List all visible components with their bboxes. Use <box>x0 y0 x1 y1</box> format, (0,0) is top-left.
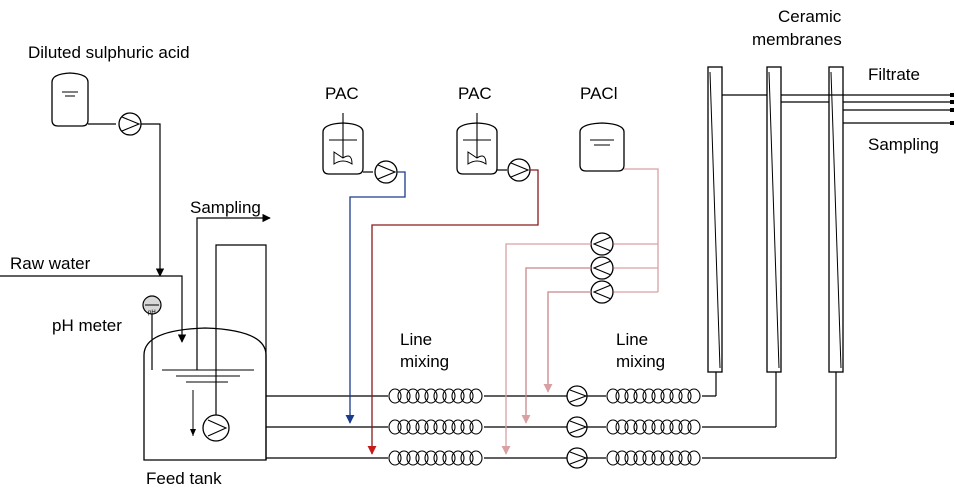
ceramic-label-line2: membranes <box>752 30 842 49</box>
feed-tank <box>143 327 267 461</box>
pac-tank-1 <box>322 113 364 175</box>
pac2-dosing-line <box>367 169 539 455</box>
line-mixing-2-line2: mixing <box>616 352 665 371</box>
feed-tank-label: Feed tank <box>146 469 222 488</box>
terminal-3 <box>950 108 954 112</box>
line-mixer-1-2 <box>388 419 484 435</box>
ph-meter-icon: pH <box>142 295 162 370</box>
line-mixing-1-line1: Line <box>400 330 432 349</box>
tank-pump-icon <box>202 414 230 442</box>
pac-1-label: PAC <box>325 84 359 103</box>
pacl-supply-line <box>624 168 659 292</box>
membrane-2 <box>766 66 782 427</box>
pacl-pump-2-icon <box>590 256 614 280</box>
pac-2-label: PAC <box>458 84 492 103</box>
line-mixer-1-1 <box>388 388 484 404</box>
line-mixer-2-1 <box>606 388 702 404</box>
feed-sampling-pipe <box>196 213 271 370</box>
booster-pump-1-icon <box>566 385 588 407</box>
line-mixer-1-3 <box>388 450 484 466</box>
pac1-dosing-line <box>345 171 406 424</box>
line-mixer-2-2 <box>606 419 702 435</box>
pacl-pump-3-icon <box>590 280 614 304</box>
acid-pump-icon <box>118 112 142 136</box>
acid-tank <box>51 72 89 127</box>
ceramic-label-line1: Ceramic <box>778 7 842 26</box>
pacl-tank <box>579 122 625 172</box>
sampling-out-label: Sampling <box>868 135 939 154</box>
pacl-dosing-line-2 <box>521 267 591 424</box>
pacl-pump-1-icon <box>590 232 614 256</box>
line-mixing-2-line1: Line <box>616 330 648 349</box>
filtrate-label: Filtrate <box>868 65 920 84</box>
ph-meter-label: pH meter <box>52 316 122 335</box>
terminal-4 <box>950 121 954 125</box>
pacl-dosing-line-1 <box>543 291 591 393</box>
membrane-1 <box>707 66 723 396</box>
terminal-2 <box>950 100 954 104</box>
membrane-3 <box>828 66 844 458</box>
raw-water-label: Raw water <box>10 254 91 273</box>
terminal-1 <box>950 93 954 97</box>
line-mixer-2-3 <box>606 450 702 466</box>
pacl-label: PACl <box>580 84 617 103</box>
diluted-acid-label: Diluted sulphuric acid <box>28 43 190 62</box>
booster-pump-2-icon <box>566 416 588 438</box>
booster-pump-3-icon <box>566 447 588 469</box>
pacl-dosing-line-3 <box>501 243 591 455</box>
line-mixing-1-line2: mixing <box>400 352 449 371</box>
pac-tank-2 <box>456 113 498 175</box>
pac1-pump-icon <box>374 160 398 184</box>
line-mixers <box>388 388 702 466</box>
pac2-pump-icon <box>507 158 531 182</box>
tank-recirculation-pipe <box>215 244 267 460</box>
raw-water-pipe <box>0 275 187 343</box>
acid-feed-pipe <box>141 123 165 277</box>
sampling-feed-label: Sampling <box>190 198 261 217</box>
ph-badge-text: pH <box>148 310 156 316</box>
